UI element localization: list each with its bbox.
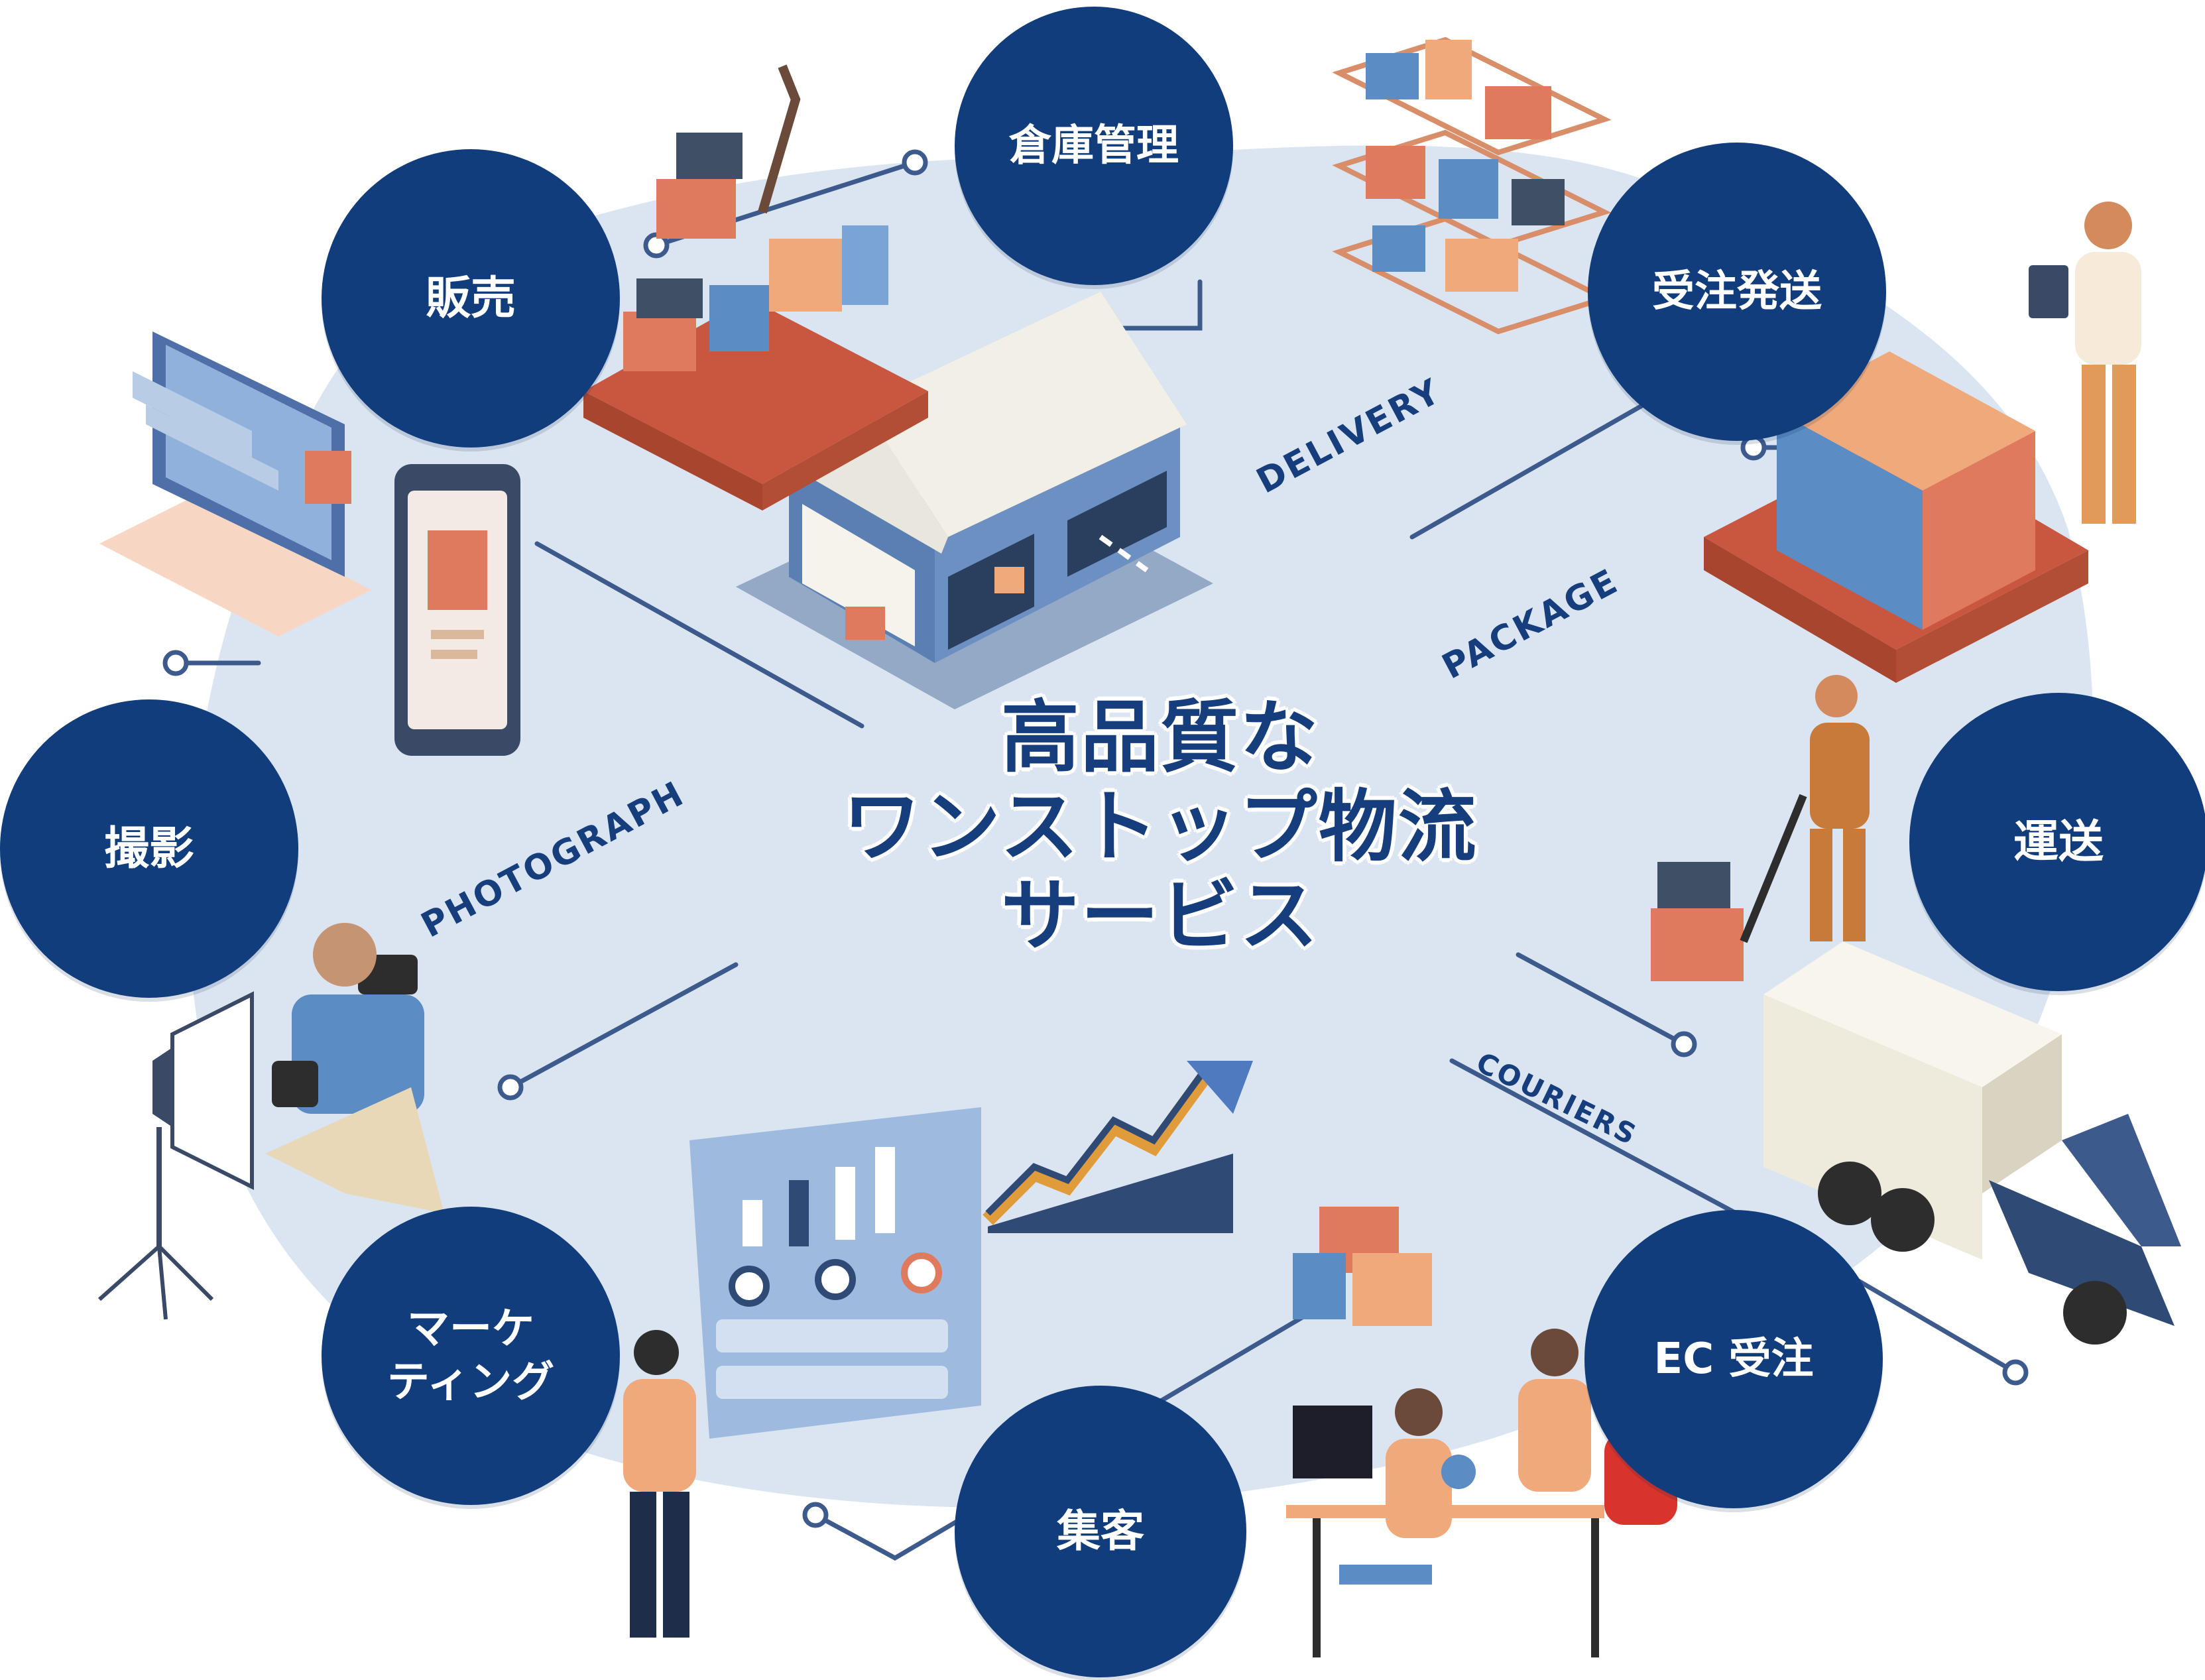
node-customer-acquisition-label: 集客 [1057,1505,1144,1557]
background-blob [188,145,2094,1508]
node-warehouse-management-label: 倉庫管理 [1009,121,1179,170]
center-title-line2: ワンストップ物流 [843,780,1478,872]
node-order-shipping[interactable]: 受注発送 [1588,143,1886,441]
warehouse-icon [736,292,1213,709]
center-title-line1: 高品質な [1000,691,1319,783]
node-marketing-label: マーケ ティング [387,1305,555,1407]
smartphone-icon [394,464,520,756]
softbox-light-icon [98,991,254,1320]
worker-icon [2029,202,2141,524]
dashboard-icon [689,1107,981,1439]
node-ec-orders[interactable]: EC 受注 [1584,1210,1883,1508]
node-warehouse-management[interactable]: 倉庫管理 [955,7,1233,285]
marketer-figure [623,1330,696,1638]
node-marketing[interactable]: マーケ ティング [322,1207,620,1505]
truck-icon [1763,941,2181,1345]
node-transport[interactable]: 運送 [1909,693,2205,991]
shelf-icon [1332,36,1612,335]
parcel-boxes-icon [1293,1207,1432,1326]
pallet-worker-icon [1651,675,1870,981]
node-photography-label: 撮影 [103,822,194,875]
node-transport-label: 運送 [2013,815,2104,869]
node-customer-acquisition[interactable]: 集客 [955,1386,1246,1677]
camera-icon [265,923,444,1213]
center-title-line3: サービス [1000,870,1319,962]
center-title: 高品質な ワンストップ物流 サービス [689,693,1631,961]
trend-arrow-icon [983,1061,1253,1233]
laptop-icon [99,331,371,636]
node-ec-orders-label: EC 受注 [1653,1335,1814,1384]
node-photography[interactable]: 撮影 [0,699,298,998]
pallet-jack-icon [583,64,928,510]
node-order-shipping-label: 受注発送 [1652,267,1822,316]
node-sales[interactable]: 販売 [322,149,620,448]
connector-dots [162,149,2029,1528]
node-sales-label: 販売 [425,272,516,325]
